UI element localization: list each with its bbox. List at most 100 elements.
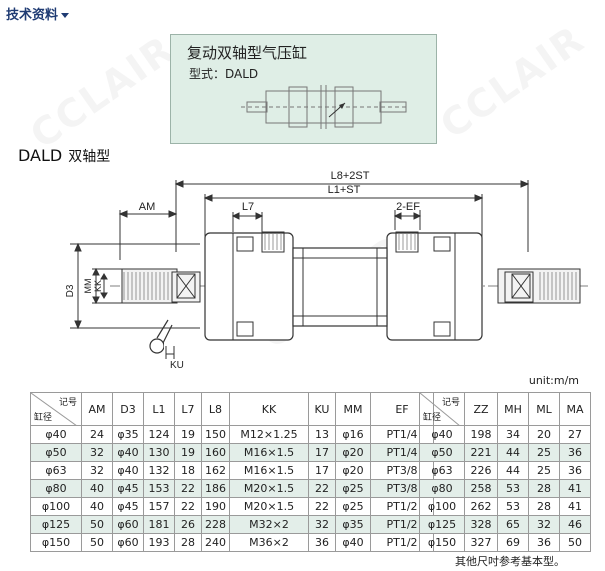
table-cell: 22 — [308, 479, 336, 498]
table-cell: 240 — [201, 533, 230, 552]
table-cell: 193 — [143, 533, 175, 552]
table-cell: 226 — [464, 461, 498, 480]
table-cell: φ40 — [112, 461, 144, 480]
footnote: 其他尺吋参考基本型。 — [455, 555, 565, 568]
table-corner: 记号 缸径 — [30, 392, 82, 426]
table-cell: φ16 — [335, 425, 371, 444]
col-header: KK — [229, 392, 309, 426]
col-header: ZZ — [464, 392, 498, 426]
table-cell: 34 — [497, 425, 529, 444]
table-cell: 198 — [464, 425, 498, 444]
section-code: DALD — [18, 146, 63, 165]
tech-info-title: 技术资料 — [6, 8, 59, 23]
table-cell: 22 — [174, 479, 202, 498]
watermark: CCLAIR — [22, 26, 183, 158]
table-cell: 32 — [81, 443, 113, 462]
table-cell: 157 — [143, 497, 175, 516]
table-cell: φ25 — [335, 497, 371, 516]
bore-cell: φ63 — [30, 461, 82, 480]
tech-info-header[interactable]: 技术资料 — [6, 4, 70, 23]
table-cell: 130 — [143, 443, 175, 462]
table-cell: 18 — [174, 461, 202, 480]
bore-cell: φ40 — [30, 425, 82, 444]
table-cell: 69 — [497, 533, 529, 552]
corner-symbol-label: 记号 — [58, 398, 77, 408]
table-cell: φ45 — [112, 479, 144, 498]
unit-label: unit:m/m — [528, 374, 579, 387]
table-cell: 181 — [143, 515, 175, 534]
bore-cell: φ150 — [30, 533, 82, 552]
cylinder-drawing: L8+2ST L1+ST AM L7 2-EF KU D3 MM KK — [65, 170, 590, 370]
table-cell: 36 — [559, 443, 591, 462]
bore-cell: φ63 — [419, 461, 465, 480]
table-cell: M36×2 — [229, 533, 309, 552]
table-cell: 150 — [201, 425, 230, 444]
table-cell: 27 — [559, 425, 591, 444]
bore-cell: φ150 — [419, 533, 465, 552]
bore-cell: φ125 — [30, 515, 82, 534]
table-cell: 25 — [528, 461, 560, 480]
dim-am: AM — [139, 201, 156, 213]
table-cell: 28 — [528, 497, 560, 516]
table-cell: M20×1.5 — [229, 497, 309, 516]
table-cell: φ25 — [335, 479, 371, 498]
col-header: MA — [559, 392, 591, 426]
caret-down-icon — [61, 13, 70, 18]
table-cell: 24 — [81, 425, 113, 444]
table-cell: φ45 — [112, 497, 144, 516]
table-cell: φ35 — [335, 515, 371, 534]
table-cell: φ60 — [112, 515, 144, 534]
table-cell: 36 — [559, 461, 591, 480]
table-cell: 28 — [174, 533, 202, 552]
table-cell: PT1/4 — [370, 425, 434, 444]
table-corner: 记号 缸径 — [419, 392, 465, 426]
bore-cell: φ40 — [419, 425, 465, 444]
type-model: 型式：DALD — [189, 67, 259, 81]
dim-mm: MM — [83, 279, 93, 294]
corner-bore-label: 缸径 — [34, 413, 53, 423]
bore-cell: φ50 — [419, 443, 465, 462]
table-cell: M20×1.5 — [229, 479, 309, 498]
table-cell: 17 — [308, 443, 336, 462]
table-cell: 19 — [174, 443, 202, 462]
table-cell: 13 — [308, 425, 336, 444]
table-cell: 228 — [201, 515, 230, 534]
dim-l8-2st: L8+2ST — [331, 170, 370, 182]
table-cell: 32 — [308, 515, 336, 534]
type-title: 复动双轴型气压缸 — [187, 44, 308, 62]
table-cell: 41 — [559, 479, 591, 498]
bore-cell: φ100 — [419, 497, 465, 516]
table-cell: 17 — [308, 461, 336, 480]
table-cell: φ40 — [112, 443, 144, 462]
bore-cell: φ80 — [30, 479, 82, 498]
table-cell: 41 — [559, 497, 591, 516]
table-cell: 327 — [464, 533, 498, 552]
corner-bore-label: 缸径 — [423, 413, 442, 423]
col-header: AM — [81, 392, 113, 426]
table-cell: M12×1.25 — [229, 425, 309, 444]
col-header: ML — [528, 392, 560, 426]
corner-symbol-label: 记号 — [441, 398, 460, 408]
dim-l7: L7 — [242, 201, 254, 213]
table-cell: 25 — [528, 443, 560, 462]
table-cell: φ35 — [112, 425, 144, 444]
table-cell: 40 — [81, 479, 113, 498]
table-cell: 26 — [174, 515, 202, 534]
mini-cylinder-sketch — [241, 85, 409, 129]
section-name: 双轴型 — [68, 149, 111, 165]
table-cell: M16×1.5 — [229, 443, 309, 462]
bore-cell: φ125 — [419, 515, 465, 534]
table-cell: 36 — [528, 533, 560, 552]
dim-l1-st: L1+ST — [328, 184, 361, 196]
